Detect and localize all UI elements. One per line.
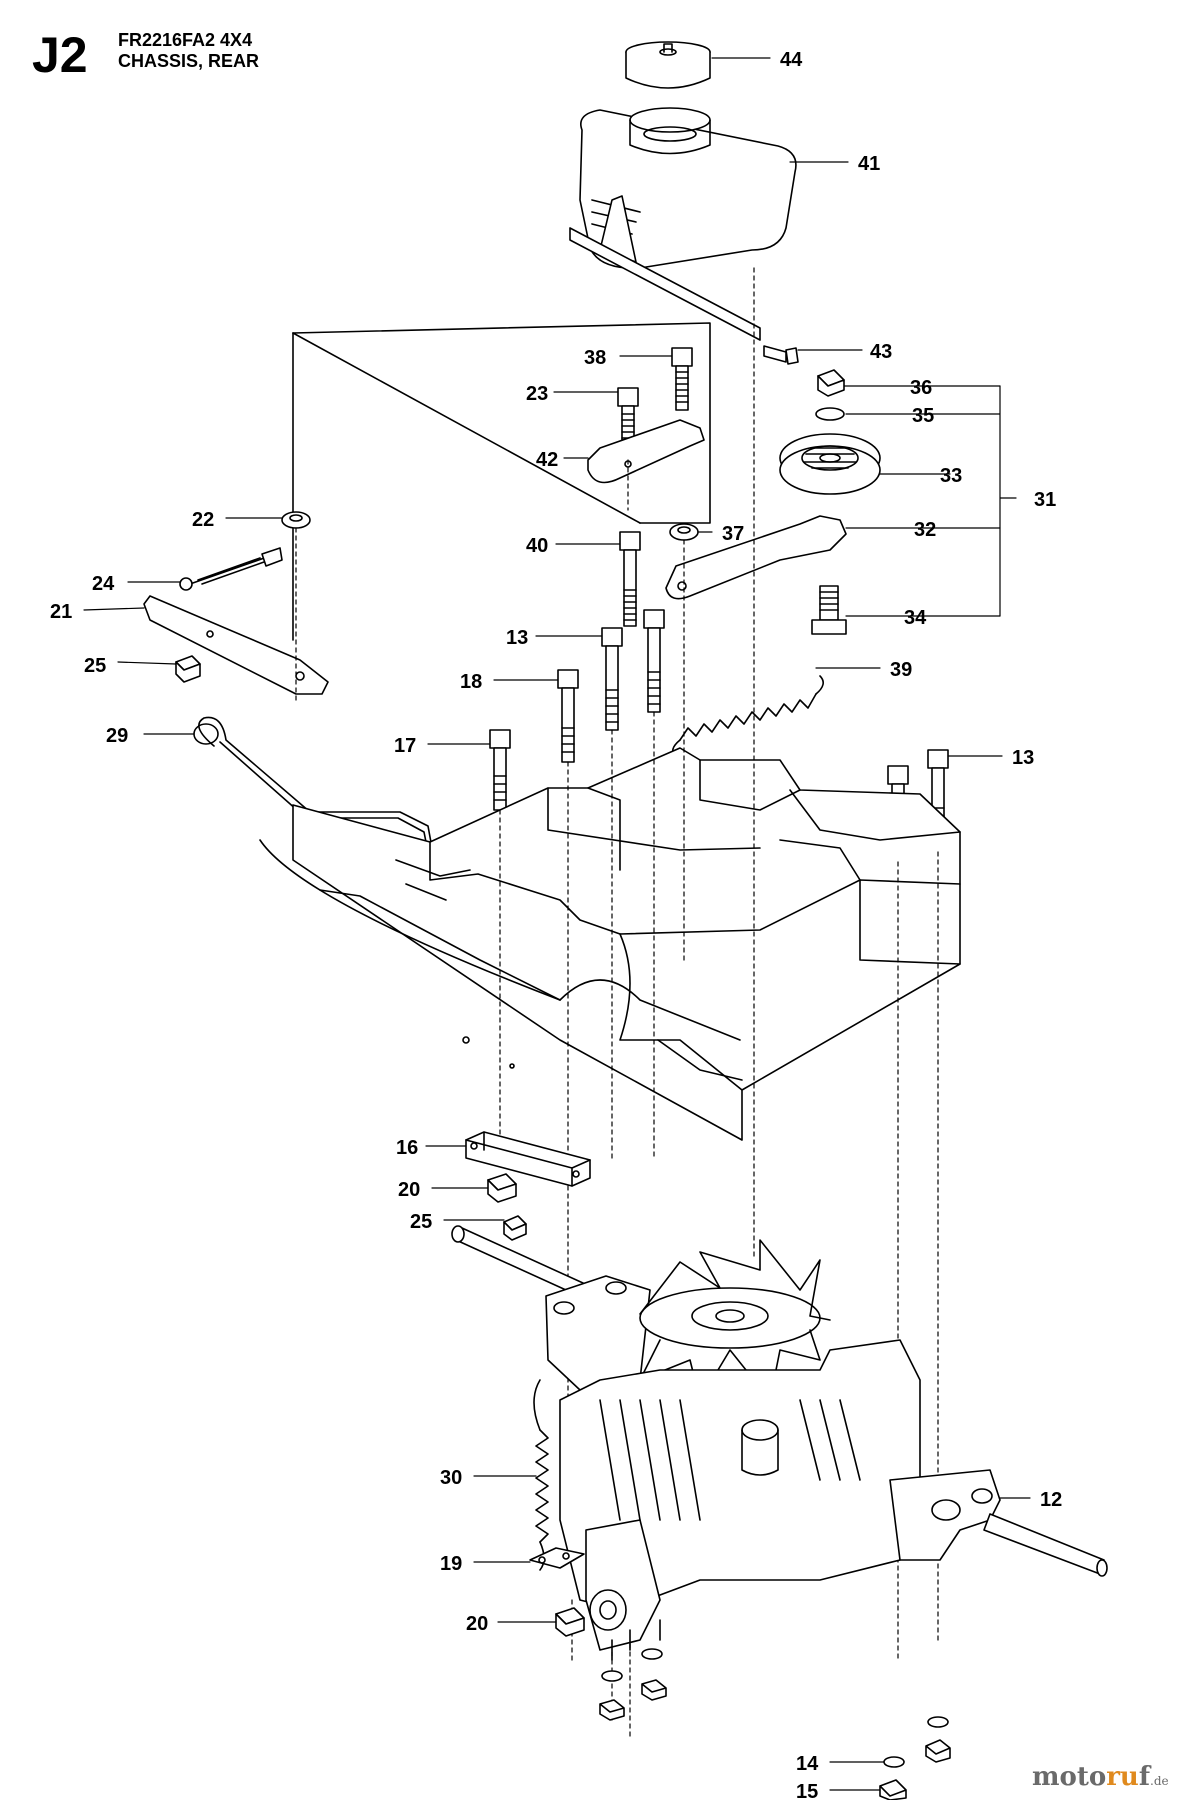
part-arm-32 xyxy=(665,515,847,600)
part-tank-strap xyxy=(569,227,761,341)
callout-23: 23 xyxy=(526,383,548,405)
callout-29: 29 xyxy=(106,725,128,747)
callout-35: 35 xyxy=(912,405,934,427)
callout-19: 19 xyxy=(440,1553,462,1575)
chassis-rear-frame xyxy=(259,747,961,1141)
part-link-21 xyxy=(143,595,329,695)
part-bolt-13-upper-b xyxy=(643,609,665,713)
callout-21: 21 xyxy=(50,601,72,623)
site-watermark: motoruf.de xyxy=(1032,1762,1169,1792)
part-nut-36 xyxy=(817,369,845,397)
callout-12: 12 xyxy=(1040,1489,1062,1511)
callout-36: 36 xyxy=(910,377,932,399)
callout-15: 15 xyxy=(796,1781,818,1800)
diagram-code: J2 xyxy=(32,27,88,83)
callout-38: 38 xyxy=(584,347,606,369)
callout-25-upper: 25 xyxy=(84,655,106,677)
callout-40: 40 xyxy=(526,535,548,557)
callout-34: 34 xyxy=(904,607,927,629)
callout-30: 30 xyxy=(440,1467,462,1489)
part-nut-25-lower xyxy=(503,1215,527,1241)
part-tank-41 xyxy=(579,107,797,269)
part-pulley-33 xyxy=(779,433,881,495)
callout-37: 37 xyxy=(722,523,744,545)
callout-32: 32 xyxy=(914,519,936,541)
callout-31: 31 xyxy=(1034,489,1056,511)
callout-39: 39 xyxy=(890,659,912,681)
frame-outline xyxy=(292,322,711,524)
callout-22: 22 xyxy=(192,509,214,531)
part-bolt-34 xyxy=(811,585,847,635)
callout-25-lower: 25 xyxy=(410,1211,432,1233)
part-spring-30 xyxy=(535,1429,549,1543)
watermark-highlight: ru xyxy=(1106,1762,1139,1792)
part-washer-35 xyxy=(815,407,845,421)
callout-24: 24 xyxy=(92,573,115,595)
watermark-suffix: f xyxy=(1138,1762,1151,1792)
part-transaxle-assembly xyxy=(451,1225,1108,1661)
callout-42: 42 xyxy=(536,449,558,471)
callout-43: 43 xyxy=(870,341,892,363)
part-bolt-17 xyxy=(489,729,511,811)
part-bottom-fasteners xyxy=(599,1648,951,1800)
part-bolt-13-upper-a xyxy=(601,627,623,731)
part-bolt-18 xyxy=(557,669,579,763)
part-spring-39 xyxy=(679,693,817,741)
callout-13-upper: 13 xyxy=(506,627,528,649)
part-lever-29 xyxy=(198,716,433,853)
diagram-title: CHASSIS, REAR xyxy=(118,51,260,71)
callout-18: 18 xyxy=(460,671,482,693)
callout-33: 33 xyxy=(940,465,962,487)
part-bolt-40 xyxy=(619,531,641,627)
part-plate-19 xyxy=(529,1547,585,1569)
part-nut-25-upper xyxy=(175,655,201,683)
callout-13-right: 13 xyxy=(1012,747,1034,769)
part-nut-20-upper xyxy=(487,1173,517,1203)
part-cap-44 xyxy=(625,41,711,89)
model-number: FR2216FA2 4X4 xyxy=(118,30,253,50)
watermark-prefix: moto xyxy=(1032,1762,1107,1792)
callout-44: 44 xyxy=(780,49,803,71)
callout-14: 14 xyxy=(796,1753,819,1775)
part-bolt-38 xyxy=(671,347,693,411)
callout-20-upper: 20 xyxy=(398,1179,420,1201)
part-nut-20-lower xyxy=(555,1607,585,1637)
part-rod-24 xyxy=(179,547,283,591)
callout-20-lower: 20 xyxy=(466,1613,488,1635)
part-bolt-43 xyxy=(763,345,799,365)
leader-lines xyxy=(83,57,1031,1791)
part-bracket-42 xyxy=(587,419,705,484)
watermark-domain: .de xyxy=(1150,1774,1169,1788)
callout-17: 17 xyxy=(394,735,416,757)
callout-41: 41 xyxy=(858,153,880,175)
callout-16: 16 xyxy=(396,1137,418,1159)
